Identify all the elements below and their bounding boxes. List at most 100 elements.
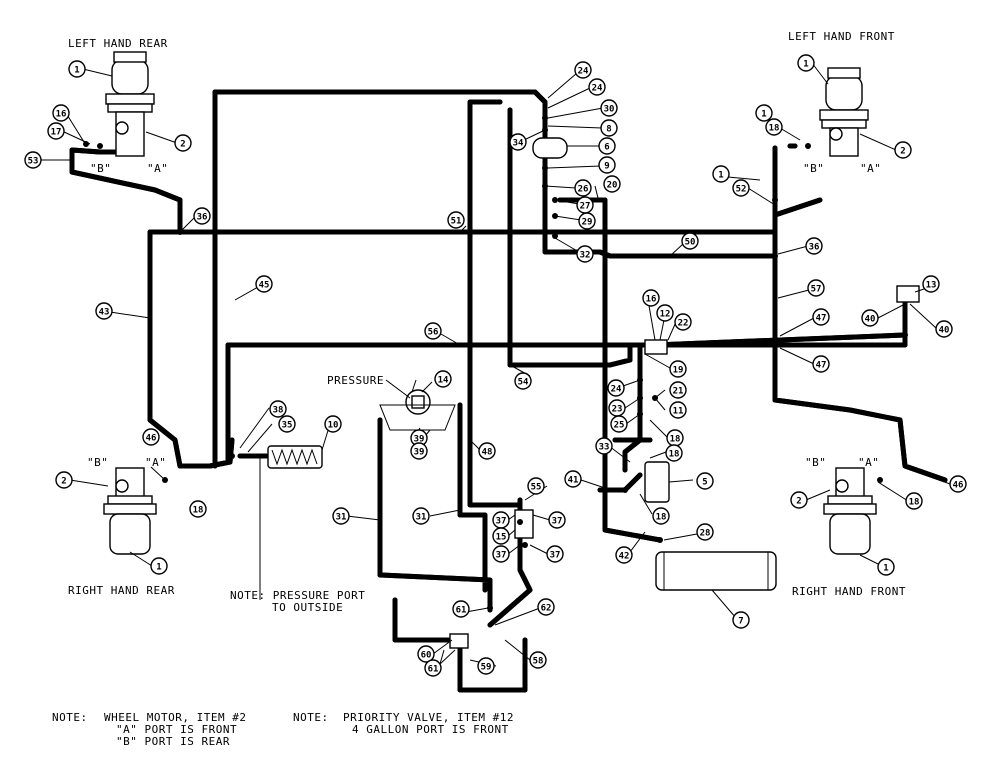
port-b-lhr: "B" — [90, 162, 111, 175]
svg-text:53: 53 — [28, 157, 39, 167]
svg-text:24: 24 — [611, 385, 622, 395]
label-right-hand-front: RIGHT HAND FRONT — [792, 585, 906, 598]
svg-text:8: 8 — [606, 125, 611, 135]
svg-text:38: 38 — [273, 406, 284, 416]
callout-43: 43 — [95, 302, 113, 320]
svg-text:1: 1 — [761, 110, 766, 120]
callout-34: 34 — [509, 133, 527, 151]
svg-text:21: 21 — [673, 387, 684, 397]
svg-text:13: 13 — [926, 281, 937, 291]
right-hand-rear-motor-assembly — [103, 467, 168, 555]
svg-text:51: 51 — [451, 217, 462, 227]
svg-text:61: 61 — [428, 665, 439, 675]
svg-text:39: 39 — [414, 448, 425, 458]
callout-61a: 61 — [452, 600, 470, 618]
svg-text:40: 40 — [939, 326, 950, 336]
svg-text:1: 1 — [803, 60, 808, 70]
label-left-hand-front: LEFT HAND FRONT — [788, 30, 895, 43]
callout-8: 8 — [600, 119, 618, 137]
callout-37a: 37 — [492, 511, 510, 529]
svg-text:37: 37 — [552, 517, 563, 527]
callout-27: 27 — [576, 196, 594, 214]
callout-25: 25 — [610, 415, 628, 433]
right-hand-front-motor-assembly — [823, 467, 883, 555]
callout-36-right: 36 — [805, 237, 823, 255]
label-right-hand-rear: RIGHT HAND REAR — [68, 584, 175, 597]
note-priority-line1: PRIORITY VALVE, ITEM #12 — [343, 711, 514, 724]
left-hand-rear-motor-assembly — [83, 51, 155, 157]
note-priority-label: NOTE: — [293, 711, 329, 724]
callout-54: 54 — [514, 372, 532, 390]
svg-text:43: 43 — [99, 308, 110, 318]
port-a-lhr: "A" — [147, 162, 168, 175]
callout-17-lhr: 17 — [47, 122, 65, 140]
svg-text:9: 9 — [604, 162, 609, 172]
svg-text:35: 35 — [282, 421, 293, 431]
svg-text:58: 58 — [533, 657, 544, 667]
svg-text:48: 48 — [482, 448, 493, 458]
svg-text:24: 24 — [592, 84, 603, 94]
valve-block — [896, 285, 920, 303]
svg-text:1: 1 — [883, 564, 888, 574]
callout-6: 6 — [598, 137, 616, 155]
port-a-rhf: "A" — [858, 456, 879, 469]
svg-text:39: 39 — [414, 435, 425, 445]
svg-text:33: 33 — [599, 443, 610, 453]
callout-47a: 47 — [812, 308, 830, 326]
callout-39a: 39 — [410, 429, 428, 447]
callout-56: 56 — [424, 322, 442, 340]
note-wheel-motor-label: NOTE: — [52, 711, 88, 724]
accumulator-component — [644, 461, 670, 503]
svg-text:19: 19 — [673, 366, 684, 376]
callout-62: 62 — [537, 598, 555, 616]
pressure-gauge — [405, 389, 431, 415]
svg-text:20: 20 — [607, 181, 618, 191]
callout-45: 45 — [255, 275, 273, 293]
svg-text:47: 47 — [816, 361, 827, 371]
callout-14: 14 — [434, 370, 452, 388]
callout-16-mid: 16 — [642, 289, 660, 307]
port-b-rhf: "B" — [805, 456, 826, 469]
svg-text:1: 1 — [718, 171, 723, 181]
callout-9: 9 — [598, 156, 616, 174]
callout-37b: 37 — [548, 511, 566, 529]
callout-55: 55 — [527, 477, 545, 495]
callout-5: 5 — [696, 472, 714, 490]
svg-text:28: 28 — [700, 529, 711, 539]
note-pressure-port-line1: NOTE: PRESSURE PORT — [230, 589, 365, 602]
svg-text:1: 1 — [74, 66, 79, 76]
callout-1-lhr: 1 — [68, 60, 86, 78]
callout-40a: 40 — [861, 309, 879, 327]
callout-leaders — [40, 62, 951, 667]
filter-component — [532, 137, 568, 159]
hose-lines — [69, 89, 948, 693]
callout-46-rhf: 46 — [949, 475, 967, 493]
callout-18-o: 18 — [652, 507, 670, 525]
callout-1b-lhf: 1 — [755, 104, 773, 122]
priority-valve — [644, 339, 668, 355]
svg-text:18: 18 — [670, 435, 681, 445]
port-a-rhr: "A" — [145, 456, 166, 469]
svg-text:16: 16 — [56, 110, 67, 120]
note-priority-line2: 4 GALLON PORT IS FRONT — [352, 723, 509, 736]
svg-text:52: 52 — [736, 185, 747, 195]
port-a-lhf: "A" — [860, 162, 881, 175]
callout-33: 33 — [595, 437, 613, 455]
callout-12: 12 — [656, 304, 674, 322]
callout-2-rhr: 2 — [55, 471, 73, 489]
svg-text:27: 27 — [580, 202, 591, 212]
note-wheel-motor-line3: "B" PORT IS REAR — [116, 735, 230, 748]
callout-20: 20 — [603, 175, 621, 193]
svg-text:41: 41 — [568, 476, 579, 486]
callout-30: 30 — [600, 99, 618, 117]
callout-35: 35 — [278, 415, 296, 433]
callout-18-lhf: 18 — [765, 118, 783, 136]
callout-7: 7 — [732, 611, 750, 629]
svg-text:56: 56 — [428, 328, 439, 338]
callout-32: 32 — [576, 245, 594, 263]
callout-1c-lhf: 1 — [712, 165, 730, 183]
svg-text:15: 15 — [496, 533, 507, 543]
callout-59: 59 — [477, 657, 495, 675]
callout-37c: 37 — [492, 545, 510, 563]
